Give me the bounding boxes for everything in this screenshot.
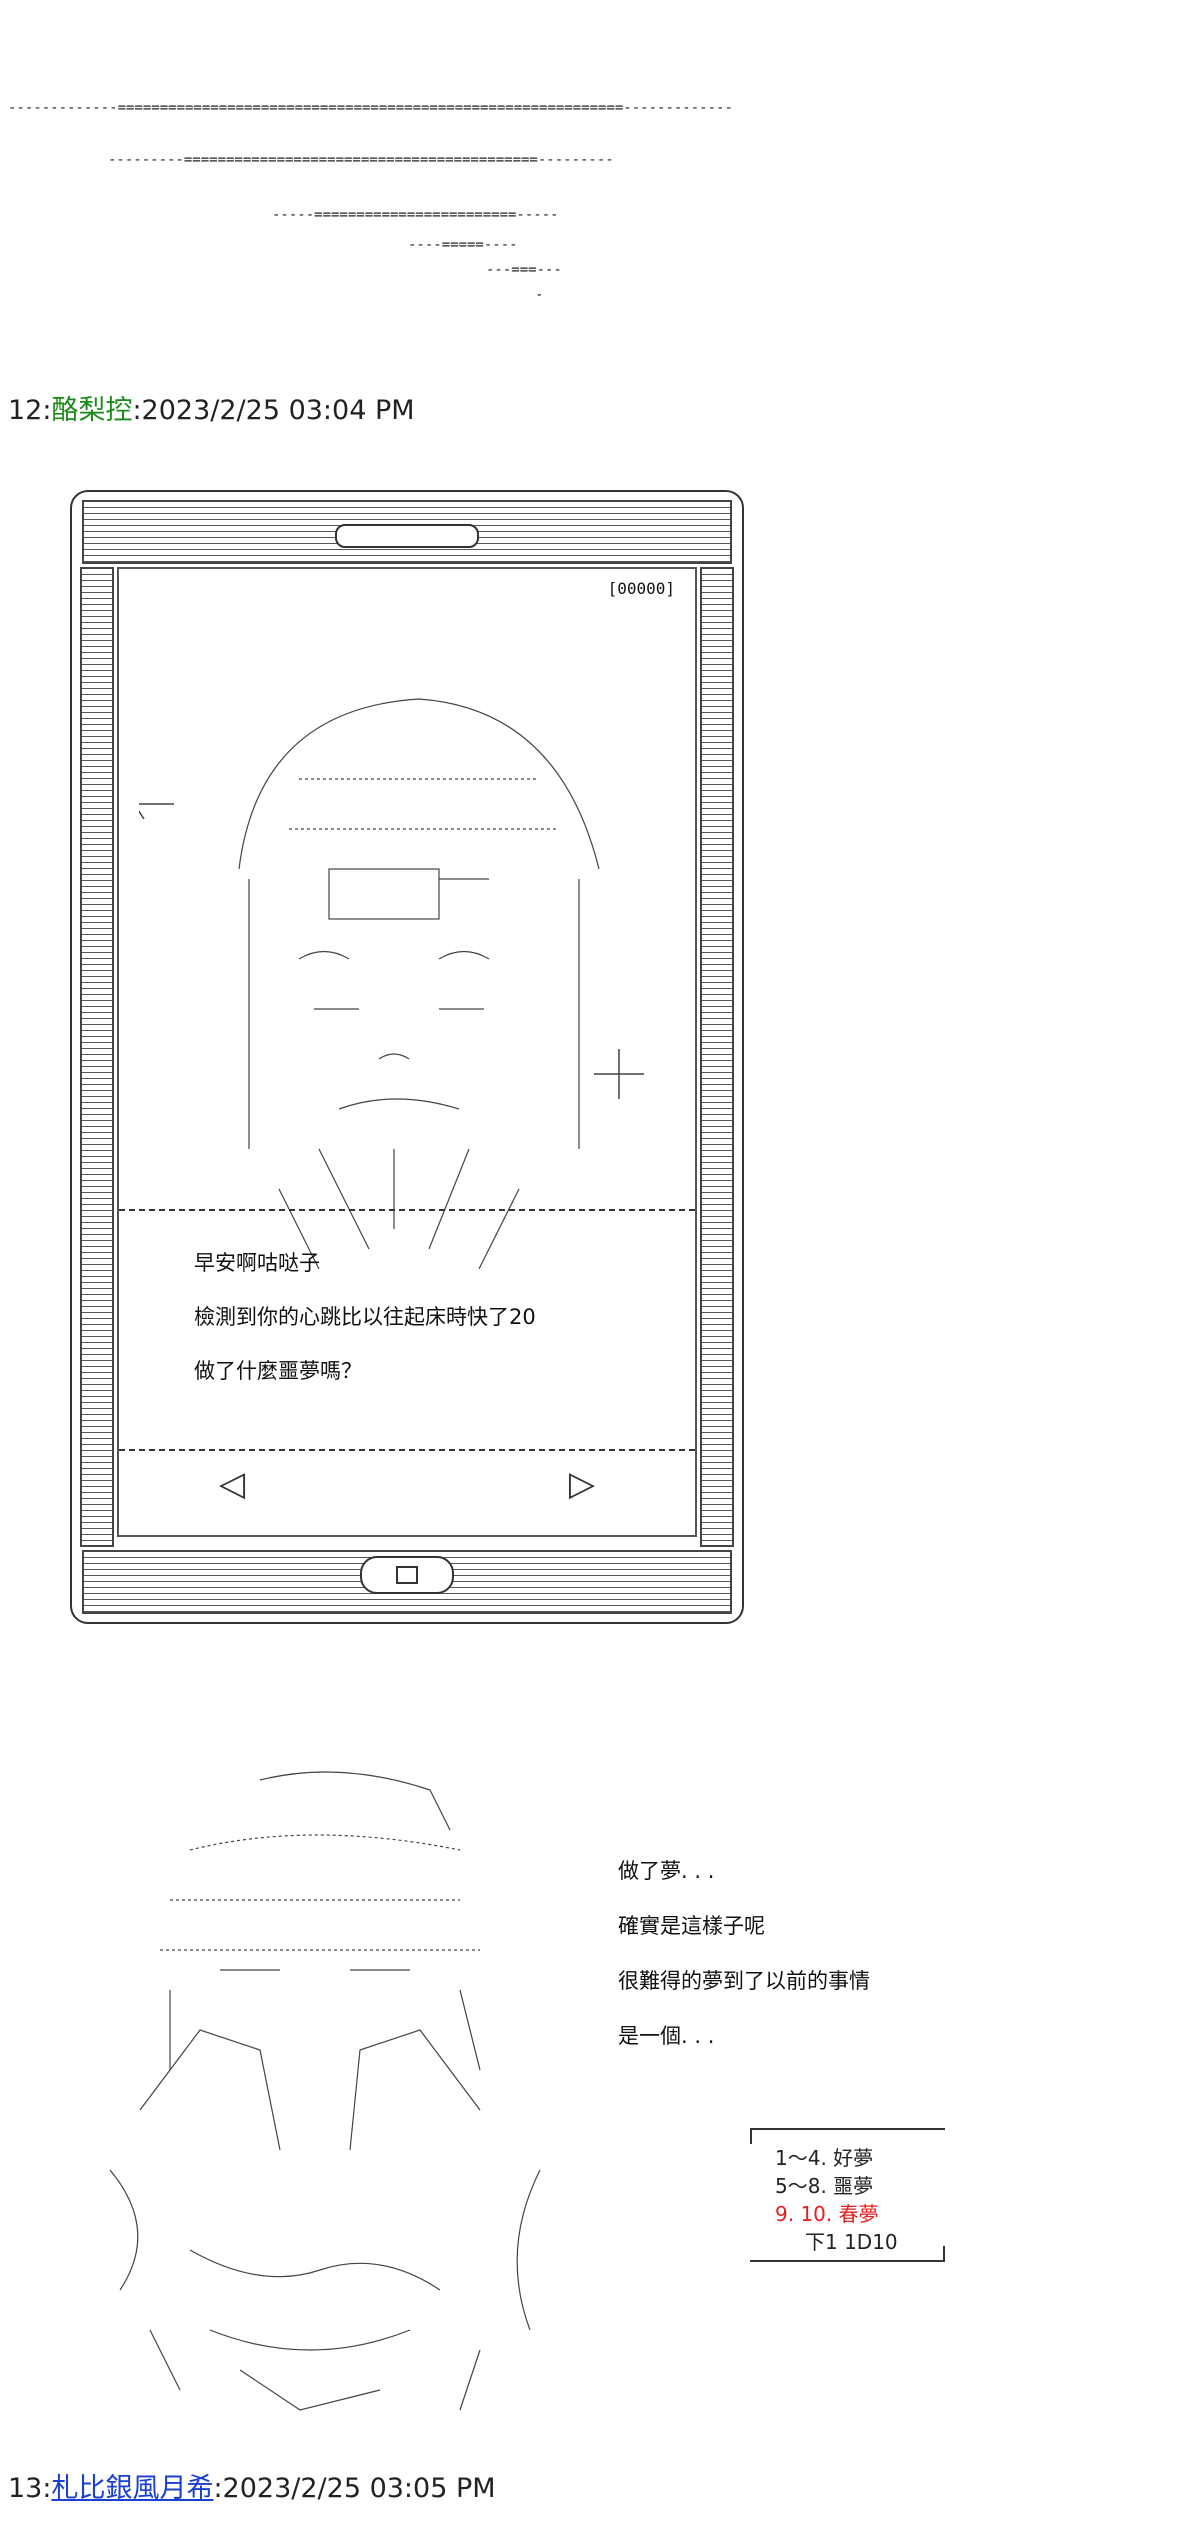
- phone-left-bezel: [80, 567, 114, 1547]
- phone-bottom-bezel: [82, 1550, 732, 1614]
- poster-name: 酪梨控: [51, 395, 133, 426]
- message-line-1: 早安啊咕哒子: [194, 1251, 320, 1275]
- message-line-2: 檢測到你的心跳比以往起床時快了20: [194, 1305, 536, 1329]
- dice-result-box: 1～4. 好夢 5～8. 噩夢 9. 10. 春夢 下1 1D10: [750, 2128, 945, 2262]
- post-timestamp: :2023/2/25 03:04 PM: [132, 395, 415, 426]
- character-portrait: [139, 698, 644, 1269]
- phone-screen: [00000]: [117, 567, 697, 1537]
- separator-line-1: -------------===========================…: [8, 100, 733, 116]
- kneeling-character: [109, 1771, 541, 2411]
- phone-illustration: [00000]: [70, 490, 744, 1624]
- message-line-3: 做了什麼噩夢嗎？: [194, 1359, 362, 1383]
- phone-right-bezel: [700, 567, 734, 1547]
- screen-divider-top: [119, 1209, 695, 1211]
- dice-row-bad: 5～8. 噩夢: [775, 2174, 874, 2198]
- prev-arrow-icon: ◁: [219, 1464, 246, 1504]
- dialog-line-4: 是一個. . .: [618, 2024, 715, 2048]
- dialog-line-1: 做了夢. . .: [618, 1859, 715, 1883]
- dice-row-spring: 9. 10. 春夢: [775, 2202, 879, 2226]
- dialog-line-3: 很難得的夢到了以前的事情: [618, 1969, 870, 1993]
- battery-icon: [00000]: [607, 579, 675, 598]
- post-header-13: 13:札比銀風月希:2023/2/25 03:05 PM: [8, 2466, 496, 2505]
- dice-row-roll: 下1 1D10: [805, 2230, 898, 2254]
- post-header-12: 12:酪梨控:2023/2/25 03:04 PM: [8, 388, 415, 427]
- dialog-line-2: 確實是這樣子呢: [618, 1914, 765, 1938]
- separator-line-2: ---------===============================…: [108, 152, 614, 168]
- home-button-icon: [360, 1556, 454, 1594]
- separator-line-4: ----=====----: [408, 237, 518, 253]
- separator-line-5: ---===---: [486, 262, 562, 278]
- separator-line-3: -----========================-----: [272, 207, 559, 223]
- screen-divider-bottom: [119, 1449, 695, 1451]
- next-arrow-icon: ▷: [568, 1464, 595, 1504]
- separator-line-6: -: [535, 287, 544, 303]
- post-timestamp: :2023/2/25 03:05 PM: [213, 2473, 496, 2504]
- phone-top-bezel: [82, 500, 732, 564]
- post-number: 13:: [8, 2473, 52, 2504]
- post-number: 12:: [8, 395, 52, 426]
- speaker-icon: [335, 524, 479, 548]
- dice-row-good: 1～4. 好夢: [775, 2146, 874, 2170]
- poster-name-link[interactable]: 札比銀風月希: [51, 2473, 214, 2504]
